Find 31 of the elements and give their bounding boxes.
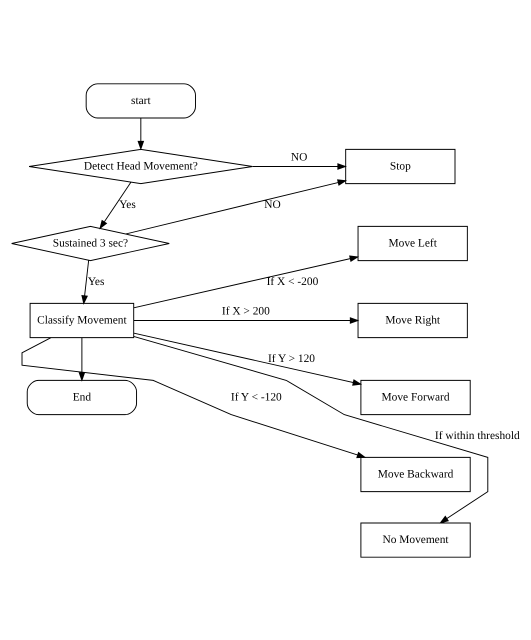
edge-label: Yes [88, 275, 104, 288]
arrow [133, 335, 488, 524]
arrow [138, 117, 144, 150]
node-box: Move Left [358, 225, 468, 261]
node-box: Stop [345, 148, 456, 184]
arrow [22, 336, 366, 458]
node-box: Classify Movement [30, 302, 134, 338]
node-box: start [86, 82, 196, 118]
node-box: No Movement [360, 522, 471, 558]
edge-label: NO [290, 150, 308, 163]
arrow [81, 259, 90, 304]
arrow [133, 316, 360, 324]
arrow [252, 162, 347, 170]
edge-label: If X < -200 [266, 275, 318, 288]
edge-label: If Y < -120 [230, 390, 282, 403]
node-box: Move Backward [360, 456, 471, 492]
arrow [133, 254, 360, 308]
arrow [99, 181, 132, 229]
node-diamond: Sustained 3 sec? [11, 225, 170, 261]
arrow [78, 336, 86, 382]
edge-label: If within threshold [434, 429, 520, 442]
arrow [134, 332, 362, 386]
node-box: Move Right [358, 302, 468, 338]
node-box: Move Forward [360, 379, 471, 415]
node-box: End [26, 379, 138, 415]
arrow [125, 178, 348, 234]
edge-label: NO [264, 198, 281, 210]
edge-label: Yes [119, 198, 136, 210]
edge-label: If Y > 120 [268, 352, 316, 364]
node-diamond: Detect Head Movement? [28, 148, 254, 184]
edge-label: If X > 200 [222, 304, 270, 317]
